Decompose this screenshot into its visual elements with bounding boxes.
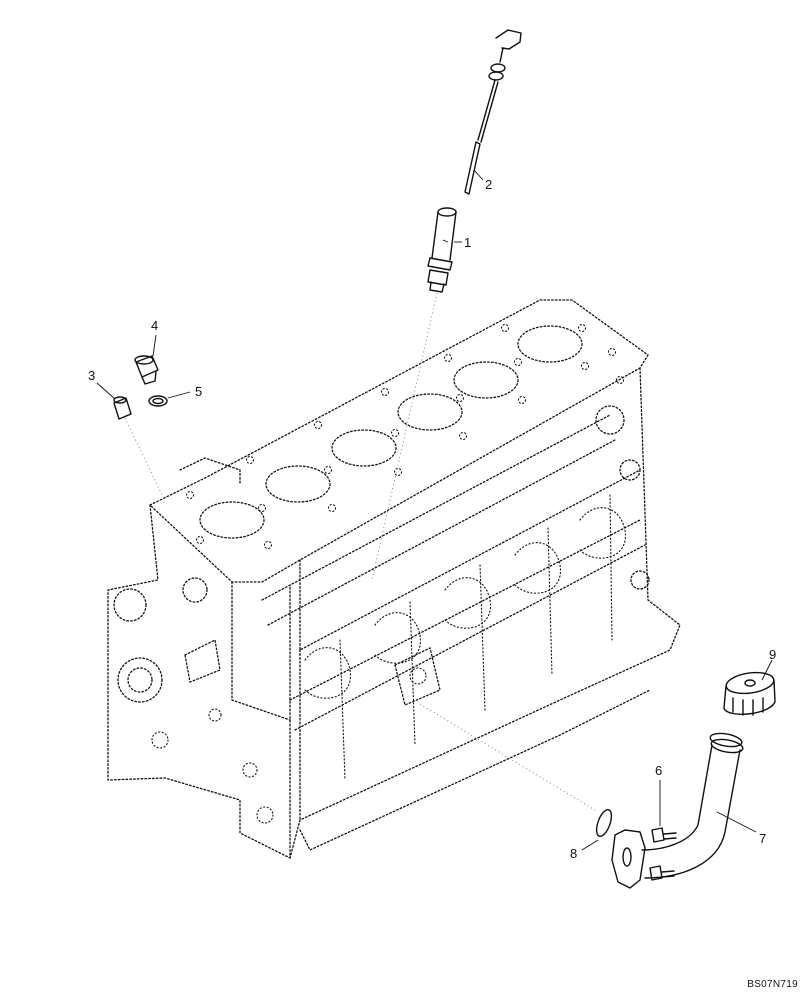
tube-reference-line xyxy=(371,292,438,581)
callout-2: 2 xyxy=(485,177,492,192)
callout-6: 6 xyxy=(655,763,662,778)
plug xyxy=(134,355,159,385)
dipstick xyxy=(464,29,522,195)
callout-1: 1 xyxy=(464,235,471,250)
dipstick-tube xyxy=(427,207,457,293)
sealing-washer xyxy=(148,395,168,407)
gasket-reference-line xyxy=(419,703,599,813)
callout-8: 8 xyxy=(570,846,577,861)
flange-bolts xyxy=(649,827,677,881)
oil-filler-pipe xyxy=(611,732,744,889)
gasket xyxy=(595,808,613,838)
callout-leaders xyxy=(96,169,773,851)
callout-4: 4 xyxy=(151,318,158,333)
dowel-pin xyxy=(113,396,132,420)
figure-code: BS07N719 xyxy=(747,979,798,990)
callout-3: 3 xyxy=(88,368,95,383)
callout-labels: 1 2 3 4 5 6 7 8 9 xyxy=(88,177,776,861)
dowel-reference-line xyxy=(124,417,163,496)
callout-7: 7 xyxy=(759,831,766,846)
filler-cap xyxy=(723,671,776,716)
callout-9: 9 xyxy=(769,647,776,662)
callout-5: 5 xyxy=(195,384,202,399)
engine-block xyxy=(107,299,681,860)
